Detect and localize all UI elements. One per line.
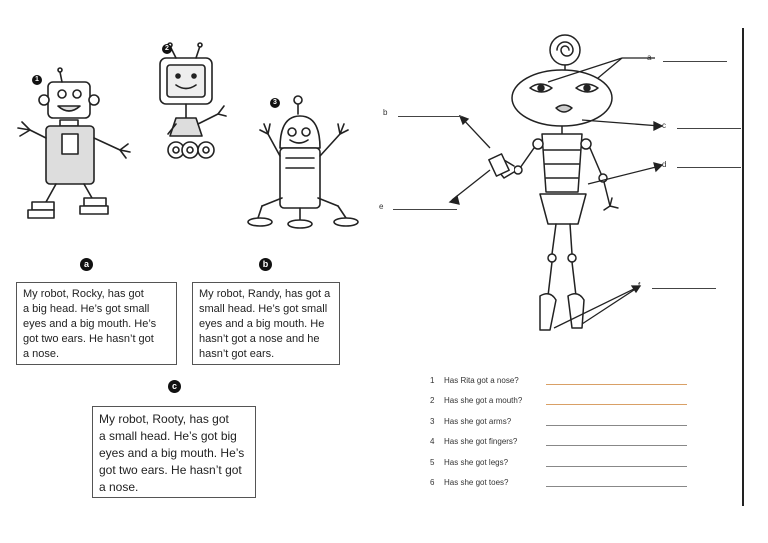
robot-rooty: [247, 95, 359, 229]
question-6: 6 Has she got toes?: [430, 478, 508, 487]
description-box-a: My robot, Rocky, has got a big head. He’…: [16, 282, 177, 365]
text-line: got two ears. He hasn’t got: [99, 463, 242, 477]
text-line: a nose.: [99, 480, 139, 494]
question-5: 5 Has she got legs?: [430, 458, 508, 467]
text-line: eyes and a big mouth. He’s: [23, 318, 157, 330]
text-line: My robot, Rooty, has got: [99, 412, 229, 426]
robot-rocky: [17, 67, 131, 219]
label-b: b: [383, 108, 388, 117]
question-number: 6: [430, 478, 435, 487]
answer-line-d[interactable]: [677, 167, 741, 168]
marker-b: b: [259, 258, 272, 271]
text-line: a nose.: [23, 348, 60, 360]
question-number: 2: [430, 396, 435, 405]
text-line: hasn’t got a nose and he: [199, 333, 320, 345]
text-line: a big head. He’s got small: [23, 303, 150, 315]
question-number: 5: [430, 458, 435, 467]
label-e: e: [379, 202, 384, 211]
label-f: f: [638, 281, 641, 290]
answer-line-q5[interactable]: [546, 466, 687, 467]
question-1: 1 Has Rita got a nose?: [430, 376, 519, 385]
label-d: d: [662, 160, 667, 169]
marker-a: a: [80, 258, 93, 271]
text-line: got two ears. He hasn’t got: [23, 333, 154, 345]
answer-line-q3[interactable]: [546, 425, 687, 426]
robots-illustration: [17, 42, 359, 229]
question-text: Has she got arms?: [444, 417, 512, 426]
text-line: small head. He’s got small: [199, 303, 328, 315]
text-line: My robot, Randy, has got a: [199, 288, 331, 300]
question-number: 4: [430, 437, 435, 446]
marker-2: 2: [162, 44, 172, 54]
question-text: Has she got toes?: [444, 478, 509, 487]
label-a: a: [647, 53, 652, 62]
question-number: 1: [430, 376, 435, 385]
description-box-c: My robot, Rooty, has got a small head. H…: [92, 406, 256, 498]
text-line: hasn’t got ears.: [199, 348, 275, 360]
text-line: My robot, Rocky, has got: [23, 288, 144, 300]
answer-line-a[interactable]: [663, 61, 727, 62]
question-text: Has Rita got a nose?: [444, 376, 519, 385]
page-margin-rule: [742, 28, 744, 506]
answer-line-q2[interactable]: [546, 404, 687, 405]
answer-line-e[interactable]: [393, 209, 457, 210]
marker-c: c: [168, 380, 181, 393]
answer-line-c[interactable]: [677, 128, 741, 129]
question-text: Has she got legs?: [444, 458, 509, 467]
robot-randy: [159, 42, 227, 159]
marker-1: 1: [32, 75, 42, 85]
answer-line-q4[interactable]: [546, 445, 687, 446]
question-4: 4 Has she got fingers?: [430, 437, 517, 446]
marker-3: 3: [270, 98, 280, 108]
answer-line-q6[interactable]: [546, 486, 687, 487]
description-box-b: My robot, Randy, has got a small head. H…: [192, 282, 340, 365]
question-text: Has she got a mouth?: [444, 396, 523, 405]
question-2: 2 Has she got a mouth?: [430, 396, 522, 405]
label-c: c: [662, 121, 666, 130]
answer-line-q1[interactable]: [546, 384, 687, 385]
question-3: 3 Has she got arms?: [430, 417, 511, 426]
text-line: eyes and a big mouth. He’s: [99, 446, 245, 460]
question-number: 3: [430, 417, 435, 426]
text-line: eyes and a big mouth. He: [199, 318, 325, 330]
question-text: Has she got fingers?: [444, 437, 518, 446]
answer-line-b[interactable]: [398, 116, 462, 117]
text-line: a small head. He’s got big: [99, 429, 237, 443]
rita-robot-diagram: [448, 34, 664, 331]
answer-line-f[interactable]: [652, 288, 716, 289]
